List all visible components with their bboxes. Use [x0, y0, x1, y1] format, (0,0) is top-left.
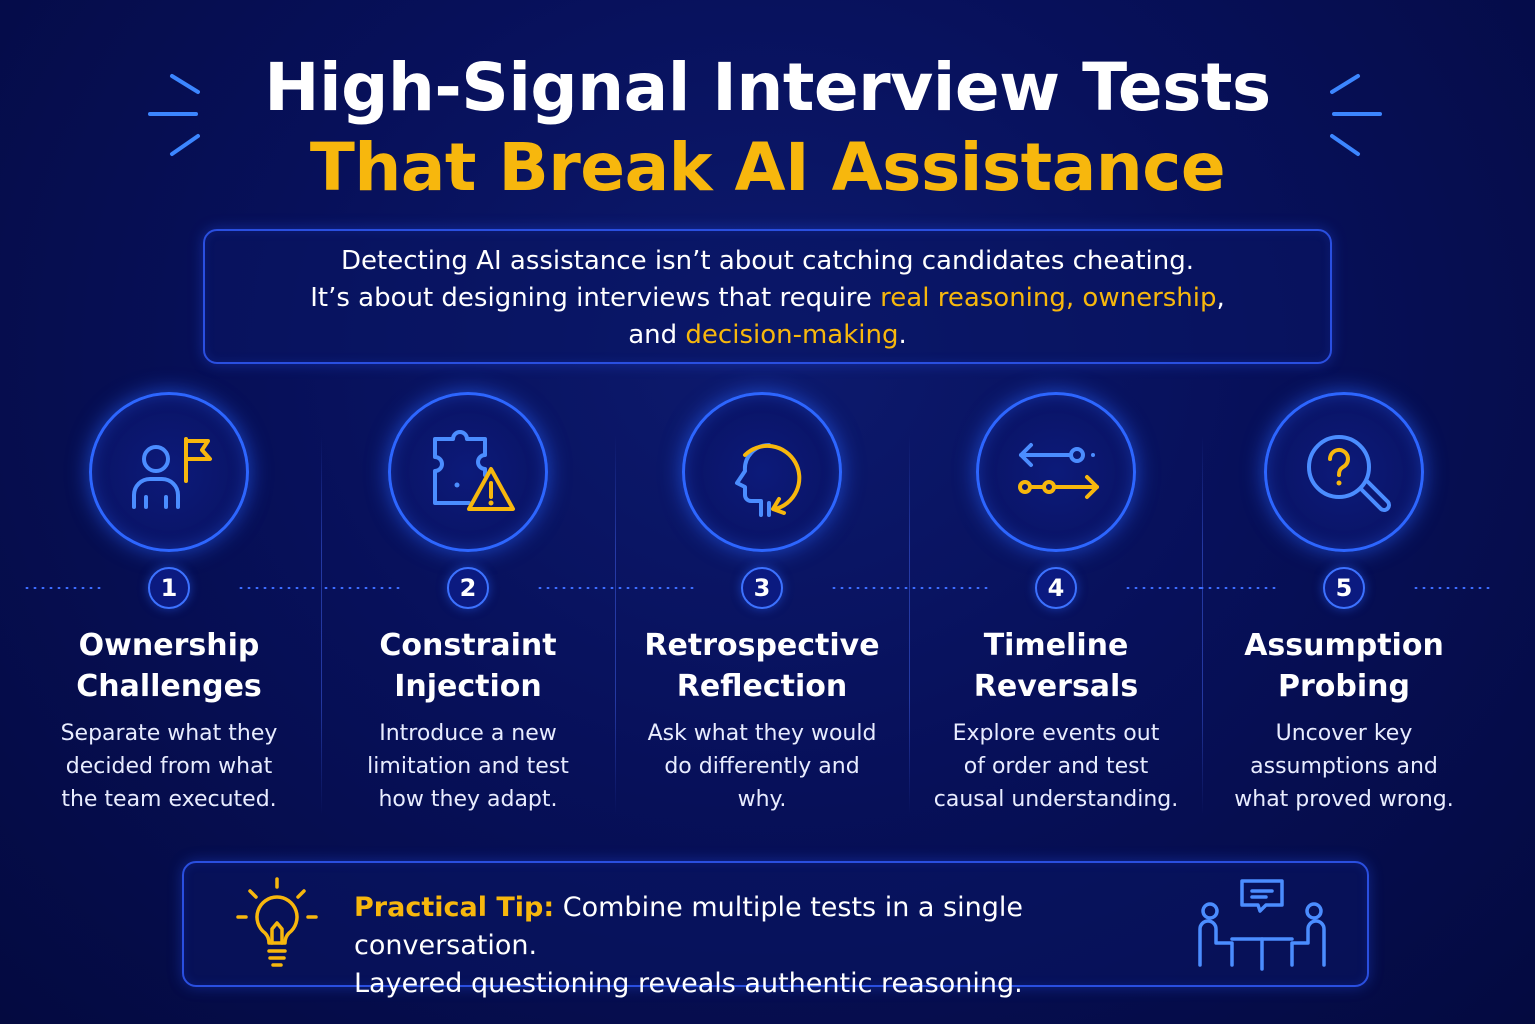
- person-flag-icon: [132, 437, 212, 509]
- timeline-arrows-icon: [1018, 443, 1099, 499]
- intro-line-1: Detecting AI assistance isn’t about catc…: [341, 246, 1194, 276]
- tip-label: Practical Tip:: [354, 892, 555, 923]
- spark-lines-left-icon: [148, 74, 200, 156]
- test-description: Ask what they would do differently and w…: [647, 721, 877, 812]
- test-title: Constraint Injection: [379, 628, 557, 704]
- lightbulb-icon: [236, 877, 318, 967]
- icon-circle: [388, 392, 548, 552]
- step-number-badge: 1: [148, 567, 190, 609]
- intro-highlight-2: decision-making: [685, 320, 899, 350]
- spark-lines-right-icon: [1330, 74, 1382, 156]
- intro-box: Detecting AI assistance isn’t about catc…: [203, 229, 1332, 364]
- icon-circle: [89, 392, 249, 552]
- test-title: Ownership Challenges: [76, 628, 262, 704]
- column-divider: [1202, 435, 1203, 815]
- practical-tip-box: Practical Tip: Combine multiple tests in…: [182, 861, 1369, 999]
- test-title: Assumption Probing: [1244, 628, 1444, 704]
- test-description: Uncover key assumptions and what proved …: [1234, 721, 1454, 812]
- title-line-2: That Break AI Assistance: [309, 129, 1226, 206]
- magnifier-question-icon: [1307, 435, 1391, 512]
- step-number-badge: 5: [1323, 567, 1365, 609]
- test-description: Introduce a new limitation and test how …: [367, 721, 569, 812]
- icon-circle: [976, 392, 1136, 552]
- test-description: Separate what they decided from what the…: [60, 721, 278, 812]
- test-title: Timeline Reversals: [973, 628, 1139, 704]
- intro-highlight-1: real reasoning, ownership: [880, 283, 1217, 313]
- column-divider: [909, 435, 910, 815]
- icon-circle: [682, 392, 842, 552]
- column-divider: [615, 435, 616, 815]
- intro-line-3: and decision-making.: [628, 320, 907, 350]
- step-number-badge: 4: [1035, 567, 1077, 609]
- test-card-ownership: 1 Ownership Challenges Separate what the…: [23, 392, 315, 822]
- test-card-timeline: 4 Timeline Reversals Explore events out …: [910, 392, 1202, 822]
- test-description: Explore events out of order and test cau…: [933, 721, 1179, 812]
- head-cycle-icon: [735, 442, 802, 517]
- step-number-badge: 2: [447, 567, 489, 609]
- step-number-badge: 3: [741, 567, 783, 609]
- column-divider: [321, 435, 322, 815]
- test-card-assumption: 5 Assumption Probing Uncover key assumpt…: [1198, 392, 1490, 822]
- test-card-retrospective: 3 Retrospective Reflection Ask what they…: [616, 392, 908, 822]
- title-line-1: High-Signal Interview Tests: [264, 49, 1271, 126]
- test-card-constraint: 2 Constraint Injection Introduce a new l…: [322, 392, 614, 822]
- intro-line-2: It’s about designing interviews that req…: [310, 283, 1225, 313]
- test-title: Retrospective Reflection: [644, 628, 880, 704]
- page-title: High-Signal Interview Tests That Break A…: [0, 48, 1535, 208]
- puzzle-warning-icon: [433, 430, 515, 511]
- conversation-icon: [1198, 879, 1326, 971]
- tip-text: Practical Tip: Combine multiple tests in…: [354, 892, 1023, 999]
- icon-circle: [1264, 392, 1424, 552]
